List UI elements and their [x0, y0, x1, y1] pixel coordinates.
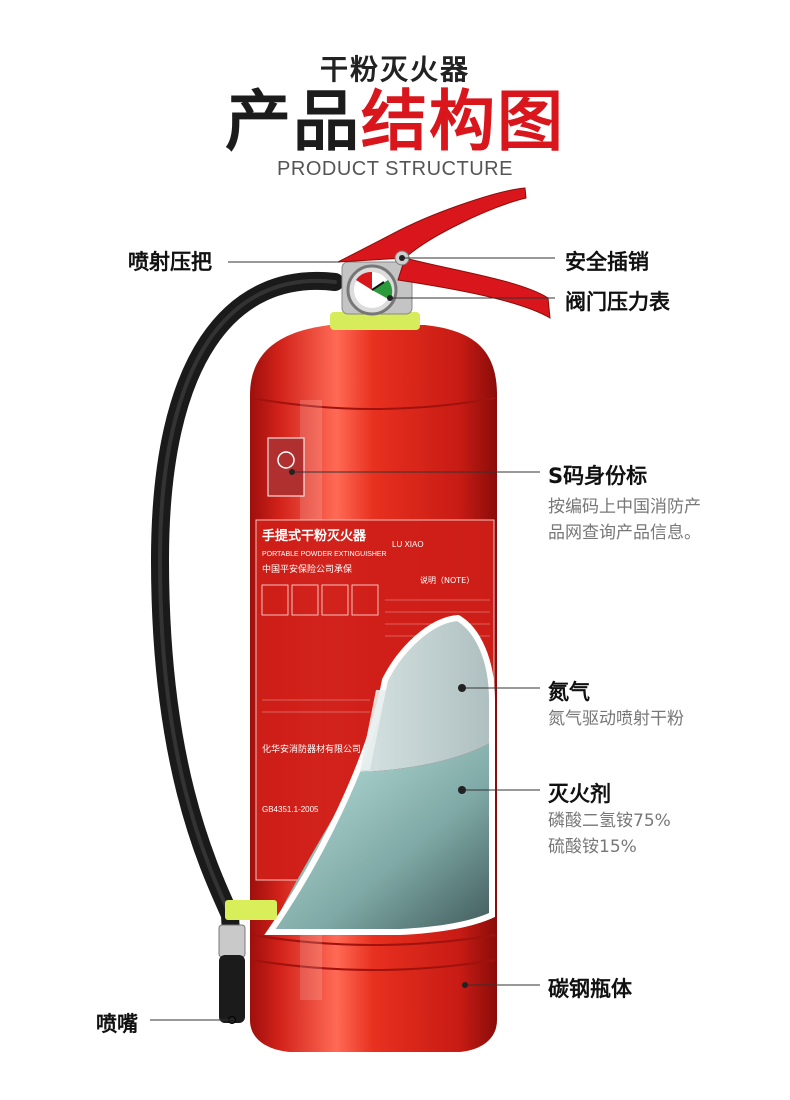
label-agent: 灭火剂	[548, 782, 611, 806]
label-pressure-gauge: 阀门压力表	[565, 290, 670, 314]
cutaway-agent	[270, 742, 492, 932]
desc-s-code-2: 品网查询产品信息。	[548, 523, 701, 543]
title-part-dark: 产品	[225, 83, 361, 160]
label-spray-handle: 喷射压把	[128, 250, 212, 274]
title-part-red: 结构图	[361, 83, 565, 160]
label-body: 碳钢瓶体	[548, 977, 632, 1001]
s-code-sticker	[267, 437, 305, 497]
label-brand: LU XIAO	[392, 540, 424, 549]
desc-s-code-1: 按编码上中国消防产	[548, 497, 701, 517]
cutaway-nitrogen	[360, 618, 492, 772]
label-s-code: S码身份标	[548, 464, 648, 488]
subtitle: 干粉灭火器	[319, 53, 470, 86]
label-company: 化华安消防器材有限公司	[262, 743, 361, 755]
label-standard: GB4351.1-2005	[262, 805, 319, 814]
desc-agent-2: 硫酸铵15%	[548, 837, 637, 857]
label-nozzle: 喷嘴	[96, 1012, 138, 1036]
title-english: PRODUCT STRUCTURE	[277, 158, 513, 180]
label-note: 说明（NOTE）	[420, 575, 474, 585]
label-name-cn: 手提式干粉灭火器	[262, 528, 367, 544]
nozzle	[218, 924, 246, 958]
spray-handle	[337, 187, 527, 263]
page-title: 产品结构图	[0, 82, 790, 162]
label-nitrogen: 氮气	[548, 680, 590, 704]
desc-nitrogen: 氮气驱动喷射干粉	[548, 709, 684, 729]
desc-agent-1: 磷酸二氢铵75%	[548, 811, 671, 831]
label-safety-pin: 安全插销	[565, 250, 649, 274]
header: 干粉灭火器 产品结构图 PRODUCT STRUCTURE	[0, 0, 790, 190]
label-insurance: 中国平安保险公司承保	[262, 563, 352, 575]
label-name-en: PORTABLE POWDER EXTINGUISHER	[262, 551, 387, 558]
